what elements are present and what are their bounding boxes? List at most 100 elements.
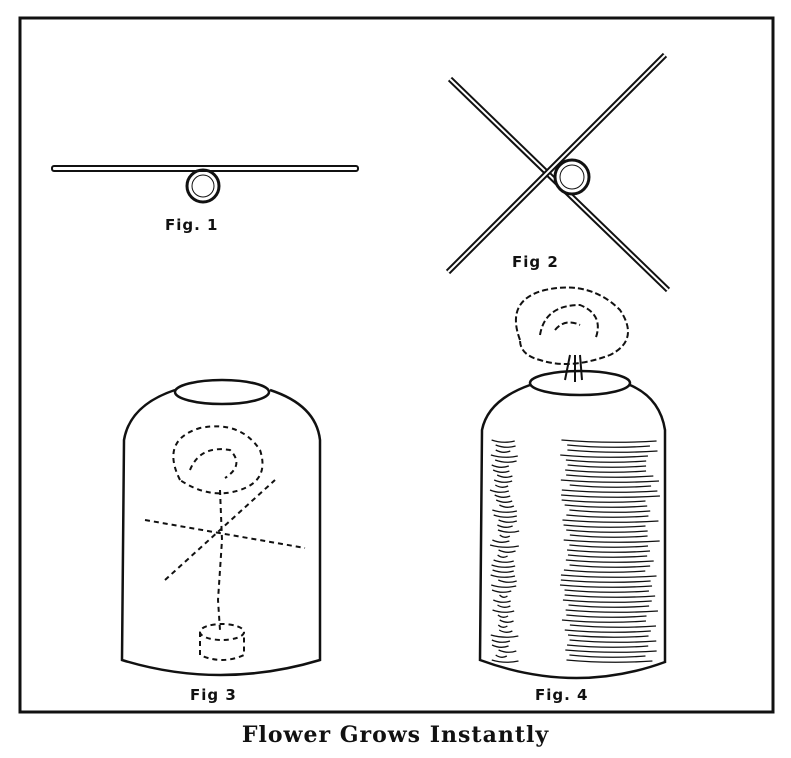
shading-line bbox=[492, 540, 509, 542]
shading-line bbox=[492, 640, 510, 642]
shading-line bbox=[561, 495, 660, 497]
shading-line bbox=[570, 565, 651, 567]
shading-line bbox=[566, 610, 658, 612]
shading-line bbox=[497, 525, 512, 527]
shading-line bbox=[497, 475, 512, 477]
shading-line bbox=[499, 650, 517, 652]
fig-3-label: Fig 3 bbox=[190, 686, 237, 704]
shading-line bbox=[568, 635, 649, 637]
frame bbox=[20, 18, 773, 712]
shading-line bbox=[568, 555, 647, 557]
shading-line bbox=[495, 495, 511, 497]
shading-line bbox=[569, 545, 648, 547]
shading-line bbox=[566, 530, 647, 532]
shading-line bbox=[498, 625, 507, 627]
shading-line bbox=[498, 530, 519, 532]
shading-line bbox=[564, 570, 645, 572]
shading-line bbox=[492, 440, 515, 442]
fig-4-label: Fig. 4 bbox=[535, 686, 588, 704]
shading-line bbox=[494, 515, 517, 517]
shading-line bbox=[492, 510, 517, 512]
shading-line bbox=[565, 630, 651, 632]
shading-line bbox=[499, 505, 514, 507]
shading-line bbox=[569, 510, 650, 512]
shading-line bbox=[561, 575, 657, 577]
shading-line bbox=[561, 480, 659, 482]
shading-line bbox=[495, 485, 508, 487]
shading-line bbox=[565, 590, 649, 592]
shading-line bbox=[494, 480, 512, 482]
shading-line bbox=[570, 640, 657, 642]
shading-line bbox=[570, 535, 648, 537]
shading-line bbox=[566, 615, 646, 617]
shading-line bbox=[492, 645, 509, 647]
shading-line bbox=[561, 580, 651, 582]
shading-line bbox=[560, 455, 648, 457]
shading-line bbox=[491, 575, 515, 577]
shading-line bbox=[490, 545, 519, 547]
shading-line bbox=[496, 445, 516, 447]
shading-line bbox=[566, 460, 646, 462]
shading-line bbox=[566, 660, 652, 662]
shading-line bbox=[567, 550, 650, 552]
shading-line bbox=[570, 485, 651, 487]
fig-3-transparent-jar bbox=[122, 380, 320, 675]
shading-line bbox=[491, 455, 518, 457]
shading-line bbox=[492, 465, 509, 467]
shading-line bbox=[565, 470, 646, 472]
shading-line bbox=[564, 540, 660, 542]
shading-line bbox=[499, 630, 512, 632]
shading-line bbox=[494, 560, 514, 562]
shading-line bbox=[493, 570, 514, 572]
shading-line bbox=[567, 645, 648, 647]
shading-line bbox=[499, 550, 516, 552]
shading-line bbox=[563, 600, 652, 602]
shading-line bbox=[566, 515, 648, 517]
shading-line bbox=[560, 585, 652, 587]
fig-1-label: Fig. 1 bbox=[165, 216, 218, 234]
shading-line bbox=[568, 465, 646, 467]
shading-line bbox=[498, 555, 508, 557]
shading-line bbox=[566, 560, 654, 562]
fig-1-rod-with-ring bbox=[52, 166, 358, 202]
shading-line bbox=[492, 590, 511, 592]
shading-line bbox=[564, 525, 646, 527]
shading-line bbox=[500, 620, 514, 622]
shading-line bbox=[498, 615, 508, 617]
shading-line bbox=[491, 585, 516, 587]
shading-line bbox=[567, 450, 657, 452]
shading-line bbox=[562, 490, 658, 492]
fig-2-label: Fig 2 bbox=[512, 253, 559, 271]
shading-line bbox=[493, 600, 510, 602]
shading-line bbox=[493, 470, 509, 472]
shading-line bbox=[570, 625, 656, 627]
shading-line bbox=[496, 450, 511, 452]
shading-line bbox=[565, 505, 648, 507]
shading-line bbox=[498, 580, 516, 582]
shading-line bbox=[568, 605, 649, 607]
shading-line bbox=[496, 655, 507, 657]
shading-line bbox=[493, 610, 515, 612]
shading-line bbox=[490, 490, 509, 492]
shading-line bbox=[500, 595, 508, 597]
shading-line bbox=[561, 440, 656, 442]
shading-line bbox=[565, 650, 656, 652]
shading-line bbox=[562, 620, 646, 622]
shading-line bbox=[499, 520, 517, 522]
shading-line bbox=[566, 475, 653, 477]
shading-line bbox=[491, 635, 519, 637]
shading-line bbox=[562, 500, 646, 502]
shading-line bbox=[492, 660, 519, 662]
shading-line bbox=[496, 500, 512, 502]
shading-line bbox=[492, 565, 516, 567]
shading-line bbox=[495, 460, 516, 462]
caption: Flower Grows Instantly bbox=[0, 722, 791, 748]
shading-line bbox=[569, 655, 645, 657]
fig-4-jar-with-flower bbox=[480, 288, 665, 679]
shading-line bbox=[565, 595, 655, 597]
shading-line bbox=[498, 605, 511, 607]
shading-line bbox=[500, 535, 510, 537]
shading-line bbox=[567, 445, 650, 447]
shading-line bbox=[562, 520, 658, 522]
